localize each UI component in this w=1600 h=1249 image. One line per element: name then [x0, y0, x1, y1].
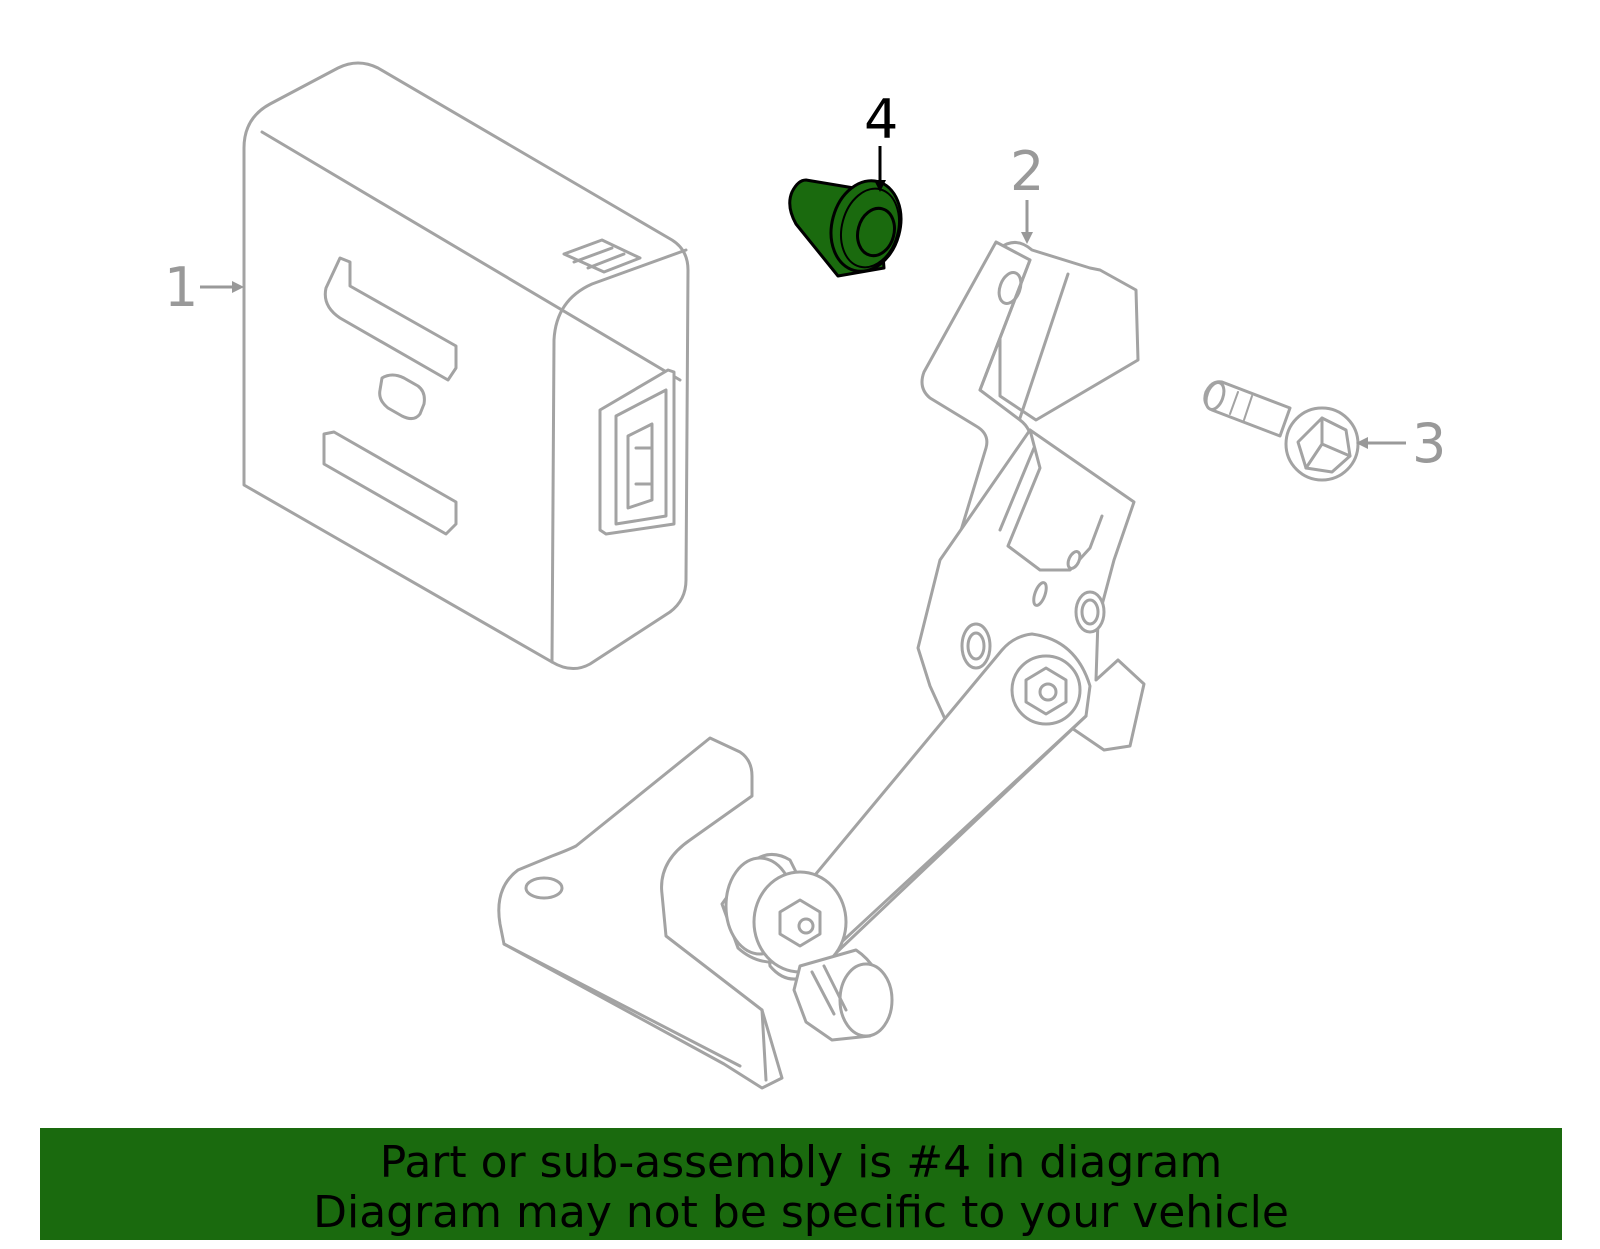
callout-4-label: 4 — [864, 88, 898, 151]
banner-line-1: Part or sub-assembly is #4 in diagram — [379, 1137, 1223, 1188]
callout-4: 4 — [864, 88, 898, 192]
callout-1-label: 1 — [164, 256, 198, 319]
callout-2: 2 — [1010, 140, 1044, 244]
callout-3: 3 — [1356, 412, 1446, 475]
callout-2-label: 2 — [1010, 140, 1044, 203]
callout-3-label: 3 — [1412, 412, 1446, 475]
info-banner: Part or sub-assembly is #4 in diagram Di… — [40, 1128, 1562, 1240]
part-4-grommet-highlighted — [788, 178, 903, 278]
part-2-height-sensor-assembly — [497, 240, 1146, 1090]
callout-1: 1 — [164, 256, 244, 319]
banner-line-2: Diagram may not be specific to your vehi… — [313, 1187, 1289, 1238]
part-3-bolt — [1203, 380, 1360, 482]
part-1-control-module — [242, 61, 690, 670]
